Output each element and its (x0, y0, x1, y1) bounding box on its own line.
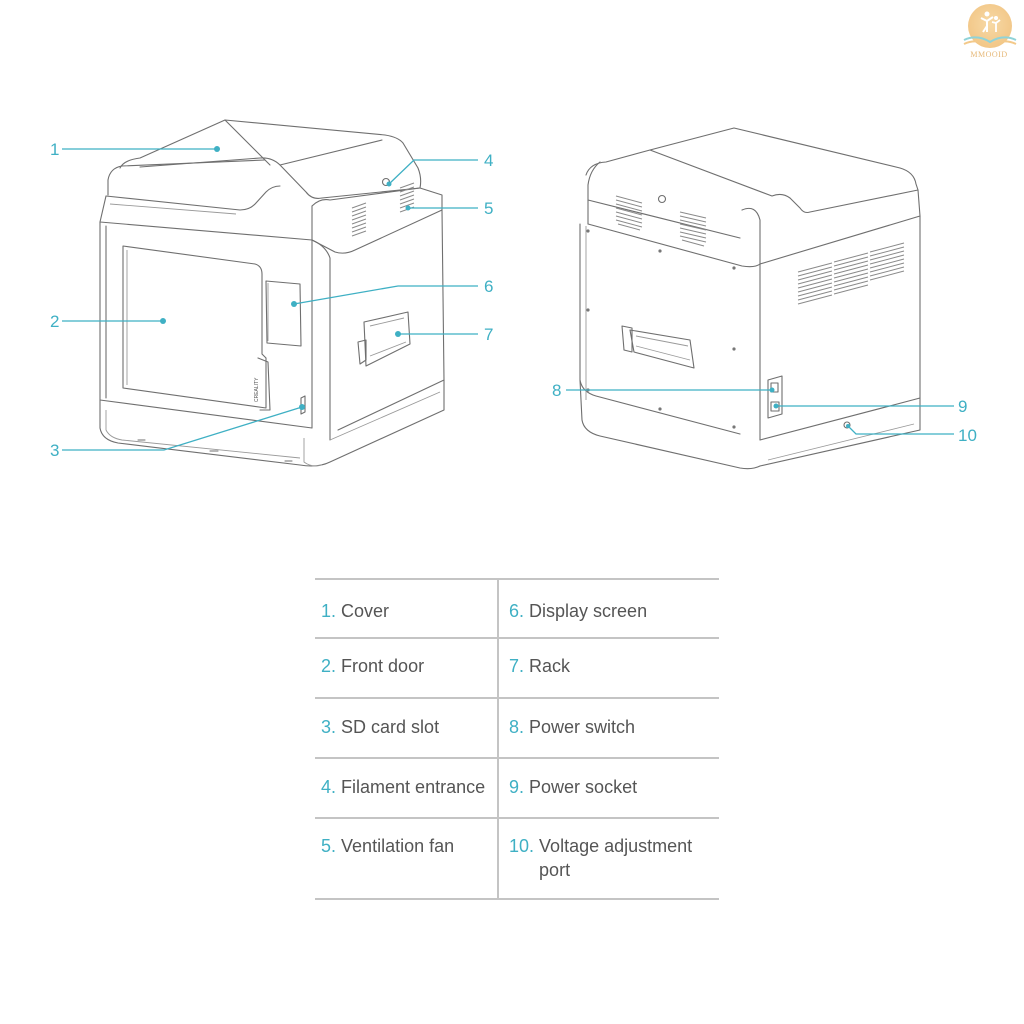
part-cell: 3. SD card slot (315, 697, 499, 759)
front-door-outline (122, 245, 267, 409)
table-row: 3. SD card slot 8. Power switch (315, 697, 719, 759)
part-label: Power switch (529, 717, 636, 737)
watermark-logo: MMOOID (958, 4, 1020, 64)
part-label: Front door (341, 656, 425, 676)
front-rack-handle (357, 311, 411, 367)
part-cell: 5. Ventilation fan (315, 817, 499, 900)
parts-table: 1. Cover 6. Display screen 2. Front door… (315, 578, 719, 900)
front-view-printer: CREALITY (99, 119, 445, 467)
part-cell: 2. Front door (315, 637, 499, 699)
part-number: 7. (509, 656, 525, 676)
part-cell: 7. Rack (498, 637, 719, 699)
part-number: 9. (509, 777, 525, 797)
callout-10: 10 (958, 426, 977, 445)
part-cell: 10. Voltage adjustment port (498, 817, 719, 900)
power-module (767, 375, 783, 419)
part-label: Filament entrance (341, 777, 486, 797)
part-label-line2: port (539, 860, 571, 880)
callout-9: 9 (958, 397, 967, 416)
part-label: SD card slot (341, 717, 440, 737)
brand-label: CREALITY (254, 377, 260, 402)
callout-3: 3 (50, 441, 59, 460)
callout-5: 5 (484, 199, 493, 218)
callout-7: 7 (484, 325, 493, 344)
front-body-outline (99, 221, 313, 429)
part-cell: 9. Power socket (498, 757, 719, 819)
part-label-wrapped: Voltage adjustment port (539, 834, 692, 882)
callout-8: 8 (552, 381, 561, 400)
table-row: 5. Ventilation fan 10. Voltage adjustmen… (315, 817, 719, 900)
part-number: 5. (321, 836, 337, 856)
part-cell: 6. Display screen (498, 578, 719, 639)
part-number: 1. (321, 601, 337, 621)
callout-4: 4 (484, 151, 493, 170)
part-label: Ventilation fan (341, 836, 455, 856)
part-label: Cover (341, 601, 390, 621)
back-vents (615, 195, 905, 305)
leader-lines (62, 146, 954, 451)
watermark-text: MMOOID (970, 50, 1008, 59)
part-number: 8. (509, 717, 525, 737)
callout-6: 6 (484, 277, 493, 296)
front-cover-outline (119, 119, 422, 199)
part-label: Rack (529, 656, 571, 676)
part-number: 10. (509, 836, 535, 856)
back-screws (586, 229, 736, 429)
part-number: 3. (321, 717, 337, 737)
table-row: 2. Front door 7. Rack (315, 637, 719, 699)
display-screen-outline (265, 280, 302, 347)
back-rack-handle (621, 325, 695, 369)
part-label: Power socket (529, 777, 638, 797)
callout-2: 2 (50, 312, 59, 331)
printer-diagram: CREALITY (50, 119, 977, 470)
table-row: 4. Filament entrance 9. Power socket (315, 757, 719, 819)
callout-1: 1 (50, 140, 59, 159)
part-cell: 4. Filament entrance (315, 757, 499, 819)
part-number: 4. (321, 777, 337, 797)
table-row: 1. Cover 6. Display screen (315, 578, 719, 639)
front-side-vents (351, 182, 415, 237)
part-label: Voltage adjustment (539, 836, 693, 856)
back-view-printer (579, 127, 921, 470)
callout-labels: 1 2 3 4 5 6 7 8 9 10 (50, 140, 977, 460)
part-label: Display screen (529, 601, 648, 621)
part-cell: 8. Power switch (498, 697, 719, 759)
back-cover-outline (585, 127, 919, 214)
logo-figures-icon (980, 11, 1001, 33)
part-number: 2. (321, 656, 337, 676)
logo-book-icon (963, 36, 1017, 48)
part-number: 6. (509, 601, 525, 621)
part-cell: 1. Cover (315, 578, 499, 639)
